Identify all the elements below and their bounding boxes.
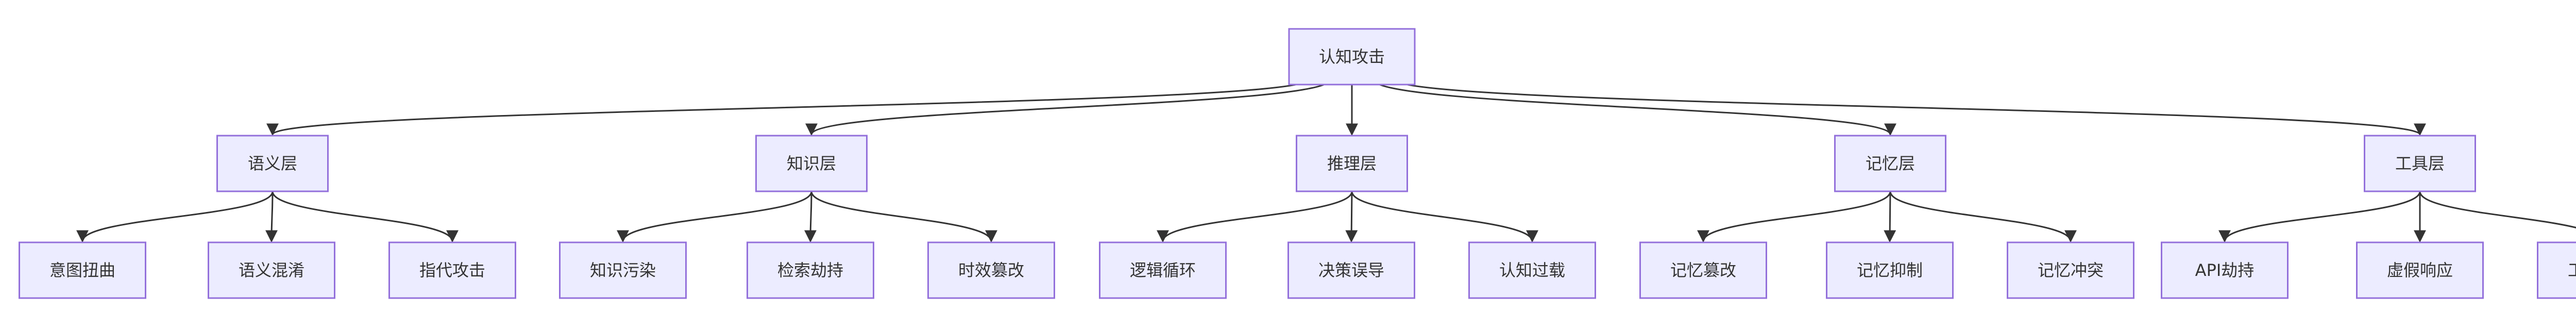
leaf-node-2-3: 时效篡改 — [927, 241, 1055, 299]
leaf-node-4-1-box — [1639, 241, 1767, 299]
layer-node-4: 记忆层 — [1834, 135, 1946, 192]
leaf-node-5-1-label: API劫持 — [2195, 260, 2255, 280]
edge-root-to-layer-2 — [805, 79, 1331, 136]
leaf-node-3-3: 认知过载 — [1468, 241, 1596, 299]
root-node-label: 认知攻击 — [1319, 47, 1385, 67]
leaf-node-3-2-label: 决策误导 — [1318, 260, 1384, 280]
leaf-node-2-1: 知识污染 — [559, 241, 687, 299]
leaf-node-1-3-label: 指代攻击 — [419, 260, 485, 280]
leaf-node-4-3: 记忆冲突 — [2007, 241, 2134, 299]
edge-layer-1-to-leaf-2 — [265, 191, 278, 243]
layer-node-5-label: 工具层 — [2395, 154, 2445, 173]
layer-node-3-box — [1296, 135, 1408, 192]
leaf-node-3-1: 逻辑循环 — [1099, 241, 1227, 299]
edge-layer-4-to-leaf-3 — [1889, 191, 2077, 243]
leaf-node-1-1: 意图扭曲 — [19, 241, 146, 299]
edges — [76, 78, 2576, 243]
edge-layer-5-to-leaf-3 — [2419, 191, 2576, 228]
leaf-node-4-2-box — [1826, 241, 1954, 299]
leaf-node-4-3-label: 记忆冲突 — [2038, 260, 2104, 280]
edge-layer-3-to-leaf-2 — [1345, 191, 1358, 243]
root-node-box — [1288, 28, 1416, 86]
leaf-node-3-3-label: 认知过载 — [1499, 260, 1565, 280]
leaf-node-5-3: 工具混淆 — [2537, 241, 2576, 299]
edge-root-to-layer-1 — [266, 78, 1310, 136]
leaf-node-1-2: 语义混淆 — [208, 241, 335, 299]
layer-node-5-box — [2364, 135, 2476, 192]
leaf-node-4-1-label: 记忆篡改 — [1670, 260, 1736, 280]
edge-layer-2-to-leaf-1 — [617, 191, 812, 243]
leaf-node-2-1-box — [559, 241, 687, 299]
leaf-node-4-2: 记忆抑制 — [1826, 241, 1954, 299]
leaf-node-2-2: 检索劫持 — [747, 241, 874, 299]
leaf-node-1-3-box — [388, 241, 516, 299]
edge-layer-3-to-leaf-1 — [1157, 191, 1353, 243]
layer-node-1-label: 语义层 — [248, 154, 297, 173]
leaf-node-1-3: 指代攻击 — [388, 241, 516, 299]
edge-layer-5-to-leaf-1 — [2218, 191, 2421, 243]
leaf-node-4-1: 记忆篡改 — [1639, 241, 1767, 299]
leaf-node-5-3-label: 工具混淆 — [2568, 260, 2576, 280]
root-node: 认知攻击 — [1288, 28, 1416, 86]
layer-node-2-box — [755, 135, 868, 192]
leaf-node-1-2-label: 语义混淆 — [239, 260, 304, 280]
layer-node-4-label: 记忆层 — [1866, 154, 1915, 173]
layer-node-3-label: 推理层 — [1327, 154, 1377, 173]
layer-node-1-box — [216, 135, 329, 192]
leaf-node-3-1-box — [1099, 241, 1227, 299]
leaf-node-5-2: 虚假响应 — [2356, 241, 2484, 299]
leaf-node-5-3-box — [2537, 241, 2576, 299]
leaf-node-4-2-label: 记忆抑制 — [1857, 260, 1923, 280]
layer-node-1: 语义层 — [216, 135, 329, 192]
edge-root-to-layer-5 — [1394, 78, 2426, 136]
edge-root-to-layer-4 — [1372, 79, 1896, 136]
leaf-node-5-2-box — [2356, 241, 2484, 299]
leaf-node-1-1-box — [19, 241, 146, 299]
layer-node-2-label: 知识层 — [787, 154, 836, 173]
leaf-node-1-1-label: 意图扭曲 — [49, 260, 115, 280]
layer-node-5: 工具层 — [2364, 135, 2476, 192]
layer-node-2: 知识层 — [755, 135, 868, 192]
leaf-node-2-1-label: 知识污染 — [590, 260, 656, 280]
leaf-node-1-2-box — [208, 241, 335, 299]
edge-layer-2-to-leaf-3 — [810, 191, 997, 243]
edge-layer-3-to-leaf-3 — [1351, 191, 1538, 243]
layer-node-3: 推理层 — [1296, 135, 1408, 192]
leaf-node-4-3-box — [2007, 241, 2134, 299]
edge-layer-1-to-leaf-1 — [76, 191, 274, 243]
leaf-node-5-2-label: 虚假响应 — [2387, 260, 2453, 280]
edge-layer-2-to-leaf-2 — [804, 191, 817, 243]
edge-layer-4-to-leaf-1 — [1697, 191, 1891, 243]
leaf-node-3-2-box — [1287, 241, 1415, 299]
leaf-node-3-2: 决策误导 — [1287, 241, 1415, 299]
leaf-node-3-1-label: 逻辑循环 — [1130, 260, 1196, 280]
leaf-node-2-3-box — [927, 241, 1055, 299]
leaf-node-5-1-box — [2161, 241, 2289, 299]
leaf-node-5-1: API劫持 — [2161, 241, 2289, 299]
leaf-node-2-3-label: 时效篡改 — [958, 260, 1024, 280]
leaf-node-2-2-box — [747, 241, 874, 299]
leaf-node-3-3-box — [1468, 241, 1596, 299]
edge-layer-1-to-leaf-3 — [272, 191, 459, 243]
layer-node-4-box — [1834, 135, 1946, 192]
leaf-node-2-2-label: 检索劫持 — [777, 260, 843, 280]
